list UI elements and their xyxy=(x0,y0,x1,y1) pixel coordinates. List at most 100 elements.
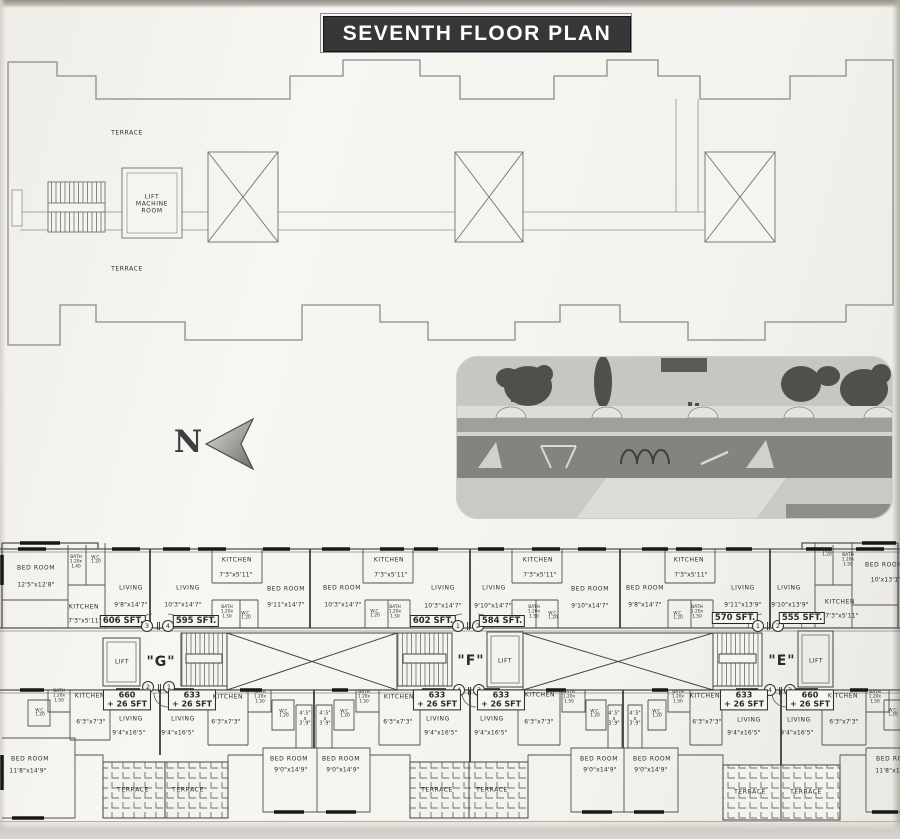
b4-living-label: LIVING xyxy=(480,715,504,723)
b4-bedroom-dim: 9'0"x14'9" xyxy=(583,766,617,774)
upper-corridor xyxy=(11,99,705,231)
model-playground xyxy=(478,440,774,469)
terrace-label: TERRACE xyxy=(117,786,149,794)
u2-kitchen-label: KITCHEN xyxy=(221,556,253,564)
b4-kitchen-dim: 6'3"x7'3" xyxy=(524,718,554,726)
terrace-label: TERRACE xyxy=(172,786,204,794)
b2-wc-label: W.C.1.20 xyxy=(279,708,289,719)
u3-kitchen-dim: 7'3"x5'11" xyxy=(374,571,408,579)
b1-kitchen-dim: 6'3"x7'3" xyxy=(76,718,106,726)
u2-wc-label: W.C.1.20 xyxy=(241,610,251,621)
u1-area-badge: 606 SFT. xyxy=(99,615,147,627)
u4-living-label: LIVING xyxy=(482,584,506,592)
b2-kitchen-dim: 6'3"x7'3" xyxy=(211,718,241,726)
terrace-top-label: TERRACE xyxy=(111,129,143,137)
u6-bedroom-dim: 10'x13'1" xyxy=(870,576,900,584)
b2-kitchen-label: KITCHEN xyxy=(212,693,244,701)
b6-area-badge: 660+ 26 SFT xyxy=(785,689,835,711)
wall-tick: || xyxy=(156,621,161,630)
u3-living-dim: 10'3"x14'7" xyxy=(424,602,462,610)
flat-number-1: 1 xyxy=(452,620,464,632)
b5-living-dim: 9'4"x16'5" xyxy=(727,729,761,737)
u4-kitchen-dim: 7'3"x5'11" xyxy=(523,571,557,579)
u4-kitchen-label: KITCHEN xyxy=(522,556,554,564)
b1-living-dim: 9'4"x16'5" xyxy=(112,729,146,737)
u6-wc-label: W.C.1.20 xyxy=(822,547,832,558)
b6-bedroom-dim: 11'8"x14'9" xyxy=(875,767,900,775)
u2-kitchen-dim: 7'3"x5'11" xyxy=(219,571,253,579)
page-title: SEVENTH FLOOR PLAN xyxy=(342,22,612,45)
u3-area-badge: 602 SFT. xyxy=(409,615,457,627)
u2-area-badge: 595 SFT. xyxy=(172,615,220,627)
u6-living-label: LIVING xyxy=(777,584,801,592)
scan-edge-left xyxy=(0,0,6,839)
terrace-bottom-label: TERRACE xyxy=(111,265,143,273)
u3-kitchen-label: KITCHEN xyxy=(373,556,405,564)
b2-living-label: LIVING xyxy=(171,715,195,723)
b3-area-badge: 633+ 26 SFT xyxy=(412,689,462,711)
lift-machine-room xyxy=(121,167,183,239)
u4-area-badge: 584 SFT. xyxy=(478,615,526,627)
party-walls xyxy=(149,549,782,765)
u6-kitchen-label: KITCHEN xyxy=(824,598,856,606)
b1-living-label: LIVING xyxy=(119,715,143,723)
u5-kitchen-label: KITCHEN xyxy=(673,556,705,564)
wall-tick: || xyxy=(778,686,783,695)
terrace-label: TERRACE xyxy=(734,788,766,796)
b1-bedroom-dim: 11'8"x14'9" xyxy=(9,767,47,775)
u5-bedroom-dim: 9'8"x14'7" xyxy=(628,601,662,609)
b5-bedroom-label: BED ROOM xyxy=(632,755,672,763)
roof-shaft-3 xyxy=(704,151,776,243)
b3-bedroom-label: BED ROOM xyxy=(321,755,361,763)
b4-kitchen-label: KITCHEN xyxy=(524,691,556,699)
u5-kitchen-dim: 7'3"x5'11" xyxy=(674,571,708,579)
b6-kitchen-label: KITCHEN xyxy=(827,692,859,700)
b5-kitchen-label: KITCHEN xyxy=(689,692,721,700)
terrace-label: TERRACE xyxy=(476,786,508,794)
bottom-row-partitions xyxy=(2,690,900,819)
b4-living-dim: 9'4"x16'5" xyxy=(474,729,508,737)
b2-living-dim: 9'4"x16'5" xyxy=(161,729,195,737)
north-label: N xyxy=(168,424,208,460)
core-g-letter: "G" xyxy=(146,654,176,670)
core-g-lift-label: LIFT xyxy=(114,658,130,666)
window-marks xyxy=(0,541,898,820)
u1-bedroom-label: BED ROOM xyxy=(16,564,56,572)
scan-edge-right xyxy=(892,0,900,839)
title-box: SEVENTH FLOOR PLAN xyxy=(320,13,632,53)
u2-bedroom-label: BED ROOM xyxy=(266,585,306,593)
b1-bedroom-label: BED ROOM xyxy=(10,755,50,763)
u3-wc-label: W.C.1.20 xyxy=(370,608,380,619)
u6-bedroom-label: BED ROOM xyxy=(864,561,900,569)
b1-kitchen-label: KITCHEN xyxy=(74,692,106,700)
b5-living-label: LIVING xyxy=(737,716,761,724)
b2-bedroom-label: BED ROOM xyxy=(269,755,309,763)
b3-kitchen-label: KITCHEN xyxy=(383,693,415,701)
terraces xyxy=(102,761,841,821)
b6-kitchen-dim: 6'3"x7'3" xyxy=(829,718,859,726)
b4-area-badge: 633+ 26 SFT xyxy=(476,689,526,711)
b6-wc-label: W.C.1.20 xyxy=(888,707,898,718)
b6-living-label: LIVING xyxy=(787,716,811,724)
core-f-lift-label: LIFT xyxy=(497,657,513,665)
u2-living-dim: 10'3"x14'7" xyxy=(164,601,202,609)
u4-wc-label: W.C.1.20 xyxy=(548,610,558,621)
b3-wc-label: W.C.1.20 xyxy=(340,708,350,719)
b6-living-dim: 9'4"x16'5" xyxy=(780,729,814,737)
u4-living-dim: 9'10"x14'7" xyxy=(474,602,512,610)
u3-bedroom-dim: 10'3"x14'7" xyxy=(324,601,362,609)
b3-living-dim: 9'4"x16'5" xyxy=(424,729,458,737)
core-e-lift-label: LIFT xyxy=(808,657,824,665)
roof-shaft-1 xyxy=(207,151,279,243)
b5-area-badge: 633+ 26 SFT xyxy=(719,689,769,711)
